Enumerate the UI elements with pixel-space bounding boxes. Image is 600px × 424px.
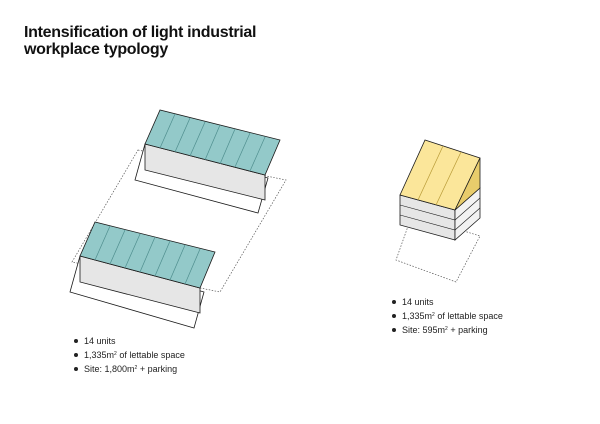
intensified-site-suffix: + parking xyxy=(447,325,488,335)
page-title: Intensification of light industrial work… xyxy=(24,24,256,58)
existing-site-value: Site: 1,800m xyxy=(84,364,135,374)
existing-space-item: 1,335m2 of lettable space xyxy=(74,348,185,362)
existing-site-sup: 2 xyxy=(134,365,138,371)
block-lower-roof-ridges xyxy=(94,225,201,285)
title-line-2: workplace typology xyxy=(24,41,168,58)
intensified-site-sup: 2 xyxy=(445,326,448,332)
intensified-roof-ridges xyxy=(417,145,462,206)
existing-block-upper xyxy=(134,109,281,214)
existing-site-suffix: + parking xyxy=(137,364,178,374)
intensified-site-outline xyxy=(395,214,481,283)
intensified-block xyxy=(399,139,481,241)
block-upper-roof-ridges xyxy=(159,113,266,172)
title-line-1: Intensification of light industrial xyxy=(24,24,257,41)
existing-units-text: 14 units xyxy=(84,336,116,346)
intensified-units-item: 14 units xyxy=(392,295,503,309)
intensified-roof-side xyxy=(454,157,481,211)
intensified-space-item: 1,335m2 of lettable space xyxy=(392,309,503,323)
existing-units-item: 14 units xyxy=(74,334,185,348)
intensified-space-value: 1,335m xyxy=(402,311,433,321)
existing-block-lower xyxy=(69,221,216,329)
intensified-space-suffix: of lettable space xyxy=(434,311,503,321)
intensified-floor-lines xyxy=(399,197,481,231)
intensified-site-value: Site: 595m xyxy=(402,325,446,335)
existing-site-item: Site: 1,800m2 + parking xyxy=(74,362,185,376)
existing-space-sup: 2 xyxy=(114,351,117,357)
existing-stats-list: 14 units 1,335m2 of lettable space Site:… xyxy=(74,334,185,376)
intensified-stats-list: 14 units 1,335m2 of lettable space Site:… xyxy=(392,295,503,337)
intensified-space-sup: 2 xyxy=(432,312,435,318)
existing-space-value: 1,335m xyxy=(84,350,115,360)
existing-space-suffix: of lettable space xyxy=(116,350,185,360)
intensified-site-item: Site: 595m2 + parking xyxy=(392,323,503,337)
intensified-units-text: 14 units xyxy=(402,297,434,307)
